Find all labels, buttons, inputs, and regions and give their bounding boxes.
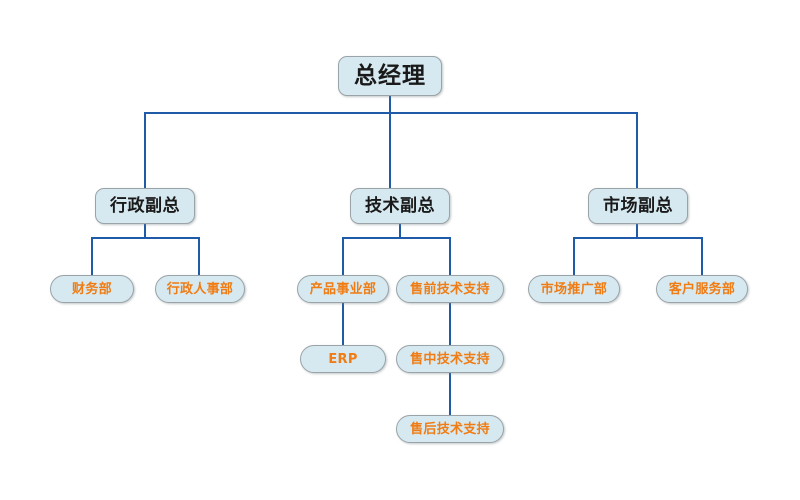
- org-node-label: 财务部: [72, 281, 112, 297]
- org-node-d_product[interactable]: 产品事业部: [297, 275, 389, 303]
- org-node-label: 产品事业部: [309, 281, 377, 297]
- org-node-label: 总经理: [354, 62, 426, 89]
- org-node-d_service[interactable]: 客户服务部: [656, 275, 748, 303]
- org-node-d_promo[interactable]: 市场推广部: [528, 275, 620, 303]
- org-node-vp_admin[interactable]: 行政副总: [95, 188, 195, 224]
- org-node-d_presale[interactable]: 售前技术支持: [396, 275, 504, 303]
- org-node-label: 售后技术支持: [410, 421, 490, 437]
- org-node-gm[interactable]: 总经理: [338, 56, 442, 96]
- org-node-label: 售前技术支持: [410, 281, 490, 297]
- org-node-label: 市场副总: [603, 195, 673, 216]
- org-node-label: 行政副总: [110, 195, 180, 216]
- org-node-label: 市场推广部: [540, 281, 608, 297]
- org-node-vp_tech[interactable]: 技术副总: [350, 188, 450, 224]
- org-node-label: 售中技术支持: [410, 351, 490, 367]
- org-node-d_erp[interactable]: ERP: [300, 345, 386, 373]
- org-node-label: 行政人事部: [166, 281, 234, 297]
- org-node-d_finance[interactable]: 财务部: [50, 275, 134, 303]
- org-node-d_hr[interactable]: 行政人事部: [155, 275, 245, 303]
- org-node-label: 客户服务部: [668, 281, 736, 297]
- org-node-vp_market[interactable]: 市场副总: [588, 188, 688, 224]
- org-node-d_insale[interactable]: 售中技术支持: [396, 345, 504, 373]
- org-node-label: 技术副总: [365, 195, 435, 216]
- org-node-label: ERP: [328, 351, 358, 367]
- org-node-d_aftersale[interactable]: 售后技术支持: [396, 415, 504, 443]
